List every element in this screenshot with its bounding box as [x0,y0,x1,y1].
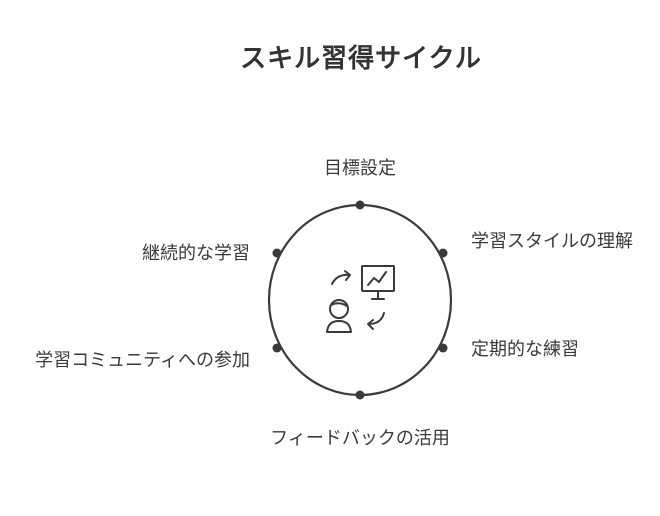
node-upper-right [438,248,448,258]
cycle-ring [267,203,453,397]
node-lower-right [438,343,448,353]
node-lower-left [272,343,282,353]
diagram-title: スキル習得サイクル [240,44,482,74]
node-upper-left [272,248,282,258]
step-label-goal-setting: 目標設定 [324,158,396,179]
node-top [355,200,365,210]
step-label-community: 学習コミュニティへの参加 [35,350,250,371]
step-label-continuous-learning: 継続的な学習 [142,243,250,264]
step-label-regular-practice: 定期的な練習 [471,339,579,360]
learner-with-chart-icon [326,265,395,333]
node-bottom [355,390,365,400]
step-label-learning-style: 学習スタイルの理解 [471,231,633,252]
step-label-feedback: フィードバックの活用 [270,428,450,449]
